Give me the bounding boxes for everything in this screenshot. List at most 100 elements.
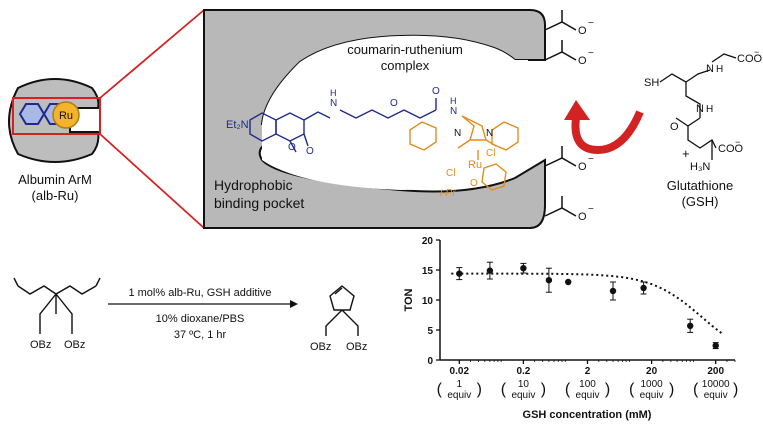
data-point: [686, 322, 694, 329]
y-tick-label: 0: [427, 356, 433, 367]
atom-n-amide1: N: [330, 98, 337, 109]
gsh-plus: +: [682, 146, 690, 161]
x-tick-equiv-unit: equiv: [576, 390, 600, 401]
reaction-conditions-top: 1 mol% alb-Ru, GSH additive: [128, 287, 271, 299]
carboxylate-charge-1: −: [588, 18, 594, 29]
pocket-label-2: binding pocket: [214, 195, 304, 211]
gsh-o: O: [670, 121, 679, 133]
reaction-conditions-1: 10% dioxane/PBS: [156, 313, 245, 325]
data-point: [486, 267, 494, 274]
atom-n-ring1: N: [454, 128, 461, 139]
x-tick-paren-left: (: [693, 381, 699, 398]
ru-label: Ru: [59, 110, 73, 122]
x-tick-paren-left: (: [501, 381, 507, 398]
x-tick-label: 0.02: [450, 366, 470, 377]
x-tick-paren-right: ): [477, 381, 482, 398]
gsh-h1: H: [716, 64, 723, 75]
chart-ticks: 051015200.021equiv()0.210equiv()2100equi…: [422, 236, 738, 401]
complex-title: coumarin-ruthenium: [347, 42, 463, 57]
gsh-sh: SH: [644, 77, 659, 89]
y-tick-label: 5: [427, 326, 433, 337]
pocket-cavity: [262, 35, 528, 190]
chart-points: [456, 261, 719, 350]
x-tick-paren-right: ): [541, 381, 546, 398]
atom-o-ring: O: [288, 142, 296, 153]
x-tick-paren-right: ): [605, 381, 610, 398]
atom-ipr: i-Pr: [440, 188, 456, 199]
carboxylate-o-4: O: [578, 211, 587, 223]
data-point: [609, 287, 617, 295]
gsh-caption: Glutathione: [667, 178, 734, 193]
x-tick-paren-left: (: [565, 381, 571, 398]
carboxylate-o-1: O: [578, 25, 587, 37]
atom-o-carbonyl: O: [432, 86, 440, 97]
x-tick-equiv-unit: equiv: [447, 390, 471, 401]
ru-sphere: [52, 101, 80, 129]
y-tick-label: 20: [422, 236, 434, 247]
fit-curve: [451, 272, 724, 335]
x-tick-equiv-count: 1: [457, 379, 463, 390]
x-tick-label: 2: [585, 366, 591, 377]
x-tick-paren-right: ): [669, 381, 674, 398]
gsh-structure: [659, 53, 737, 160]
binding-arrow: [564, 100, 644, 155]
substrate-obz2: OBz: [64, 339, 85, 351]
x-tick-equiv-unit: equiv: [704, 390, 728, 401]
zoom-line-bottom: [99, 133, 205, 229]
albumin-highlight-box: [12, 97, 101, 135]
nhc-ruthenium-structure: [409, 115, 519, 191]
atom-h-amide2: H: [450, 96, 457, 106]
x-tick-equiv-count: 1000: [640, 379, 663, 390]
y-tick-label: 10: [422, 296, 434, 307]
gsh-caption-abbrev: (GSH): [682, 194, 719, 209]
albumin-caption-abbrev: (alb-Ru): [32, 188, 79, 203]
x-tick-equiv-count: 100: [579, 379, 596, 390]
gsh-coo2-charge: −: [735, 137, 740, 147]
x-tick-paren-left: (: [629, 381, 635, 398]
product-structure: [325, 285, 359, 336]
gsh-h2: H: [706, 104, 713, 115]
chart-xlabel: GSH concentration (mM): [523, 409, 652, 421]
data-point: [640, 284, 647, 292]
x-tick-equiv-count: 10: [518, 379, 530, 390]
product-obz2: OBz: [346, 341, 367, 353]
data-point: [565, 278, 572, 286]
x-tick-label: 200: [707, 366, 724, 377]
data-point: [520, 265, 527, 272]
complex-title-2: complex: [381, 58, 430, 73]
substrate-obz1: OBz: [30, 339, 51, 351]
x-tick-label: 0.2: [516, 366, 530, 377]
zoom-line-top: [99, 9, 205, 99]
carboxylate-top: [544, 10, 577, 217]
gsh-coo1: COO: [737, 53, 763, 65]
data-point: [545, 277, 553, 284]
atom-h-amide1: H: [330, 88, 337, 98]
pocket-label: Hydrophobic: [214, 177, 293, 193]
reaction-conditions-2: 37 ºC, 1 hr: [174, 329, 227, 341]
gsh-coo2: COO: [718, 143, 744, 155]
carboxylate-charge-2: −: [588, 48, 594, 59]
product-obz1: OBz: [310, 341, 331, 353]
albumin-schematic: Ru Albumin ArM (alb-Ru): [8, 9, 205, 229]
atom-o-aryl: O: [470, 178, 478, 189]
atom-cl2: Cl: [446, 168, 455, 179]
carboxylate-charge-3: −: [588, 154, 594, 165]
binding-pocket: coumarin-ruthenium complex Hydrophobic b…: [203, 9, 594, 229]
atom-n-ring2: N: [486, 128, 493, 139]
chart-ylabel: TON: [403, 288, 415, 311]
atom-cl1: Cl: [486, 148, 495, 159]
x-tick-paren-right: ): [733, 381, 738, 398]
carboxylate-o-2: O: [578, 55, 587, 67]
x-tick-equiv-unit: equiv: [640, 390, 664, 401]
x-tick-equiv-unit: equiv: [511, 390, 535, 401]
atom-net2: Et₂N: [226, 119, 249, 131]
reaction-arrowhead: [290, 300, 298, 308]
coumarin-structure: [249, 98, 437, 153]
atom-o-ether: O: [390, 98, 398, 109]
gsh-nh2: N: [696, 103, 704, 115]
x-tick-paren-left: (: [437, 381, 443, 398]
substrate-structure: [13, 277, 101, 334]
gsh-coo1-charge: −: [754, 47, 759, 57]
